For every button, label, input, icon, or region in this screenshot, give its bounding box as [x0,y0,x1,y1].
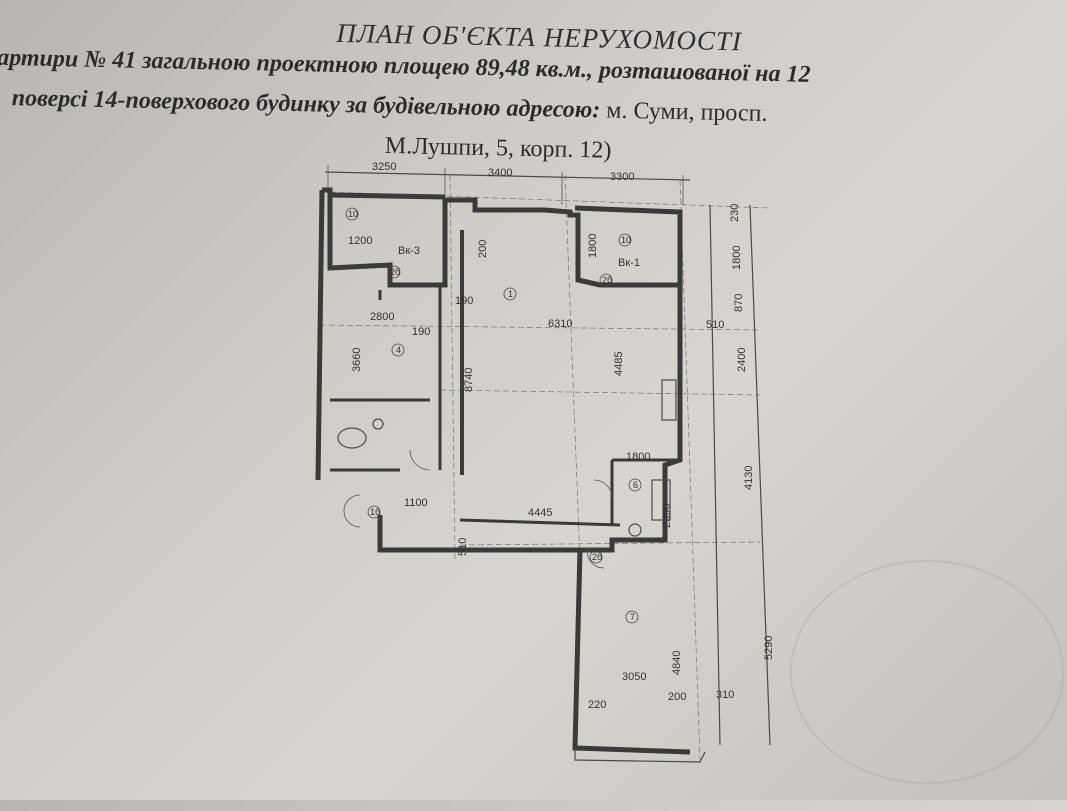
bottom-wall [377,515,580,553]
dim-4485: 4485 [613,352,625,376]
room-marker [625,610,639,624]
room-number: 1б [370,507,380,517]
dim-1100: 1100 [404,497,428,509]
grid-line [439,389,761,396]
faint-stamp [790,560,1064,784]
dim-right-510: 510 [706,319,724,331]
door-swing-icon [409,449,431,471]
dim-2390: 2390 [661,504,673,528]
grid-line [679,179,701,761]
dim-2800: 2800 [370,311,394,323]
dim-line-right [749,204,771,746]
room-marker [391,343,405,357]
room-number: 2б [390,267,400,277]
dim-right-4130: 4130 [743,466,755,490]
dim-3660: 3660 [351,348,363,372]
dim-right-310: 310 [716,689,734,701]
label-vk1: Вк-1 [618,257,640,269]
dim-1800-h: 1800 [626,451,650,463]
dim-right-2400: 2400 [736,348,748,372]
dim-4445: 4445 [528,507,552,519]
dim-3050: 3050 [622,671,646,683]
room-number: 4 [396,345,401,355]
dim-top-1: 3250 [372,161,396,173]
toilet-icon [628,523,642,537]
room-number: 6 [633,480,638,490]
dim-right-870: 870 [733,294,745,312]
dim-right-1800: 1800 [731,246,743,270]
dim-510: 510 [457,538,469,556]
top-right-wall [574,205,683,285]
dim-top-3: 3300 [610,171,634,183]
room-marker [589,550,603,564]
room-number: 2б [592,552,602,562]
bathtub-icon [337,427,367,449]
dim-8740: 8740 [463,368,475,392]
room-marker [503,287,517,301]
grid-line [449,174,456,561]
dim-200-b: 200 [668,691,686,703]
balcony [574,748,706,763]
room-marker [599,273,613,287]
grid-line [319,324,761,331]
outer-wall [322,187,691,755]
dim-right-5290: 5290 [763,636,775,660]
room-number: 10 [621,235,631,245]
room-number: 2б [602,275,612,285]
dim-220: 220 [588,699,606,711]
dim-200: 200 [477,240,489,258]
dim-190-a: 190 [455,295,473,307]
room-marker [618,233,632,247]
room-number: 1 [508,289,513,299]
dim-1800-v: 1800 [587,234,599,258]
door-swing-icon [587,547,605,569]
dim-6310: 6310 [548,318,572,330]
dim-line-top [324,171,691,181]
room-number: 7 [630,612,635,622]
dim-top-2: 3400 [488,167,512,179]
top-wall [329,192,446,200]
room-marker [367,505,381,519]
door-swing-icon [343,494,361,528]
dim-1200: 1200 [348,235,372,247]
room-marker [345,207,359,221]
dim-4840: 4840 [671,651,683,675]
kitchen-counter-icon [661,379,677,421]
room-number: 10 [348,209,358,219]
room-marker [628,478,642,492]
dim-right-230: 230 [729,204,741,222]
inner-wall [459,518,621,527]
grid-line [564,174,581,561]
dim-190-b: 190 [412,326,430,338]
sink-icon [372,418,384,430]
outer-wall-left [315,189,325,481]
dim-line-right-inner [709,204,721,746]
bath-icon [651,479,671,521]
door-swing-icon [593,479,613,499]
grid-line [459,541,761,546]
label-vk3: Вк-3 [398,245,420,257]
room-marker [387,265,401,279]
